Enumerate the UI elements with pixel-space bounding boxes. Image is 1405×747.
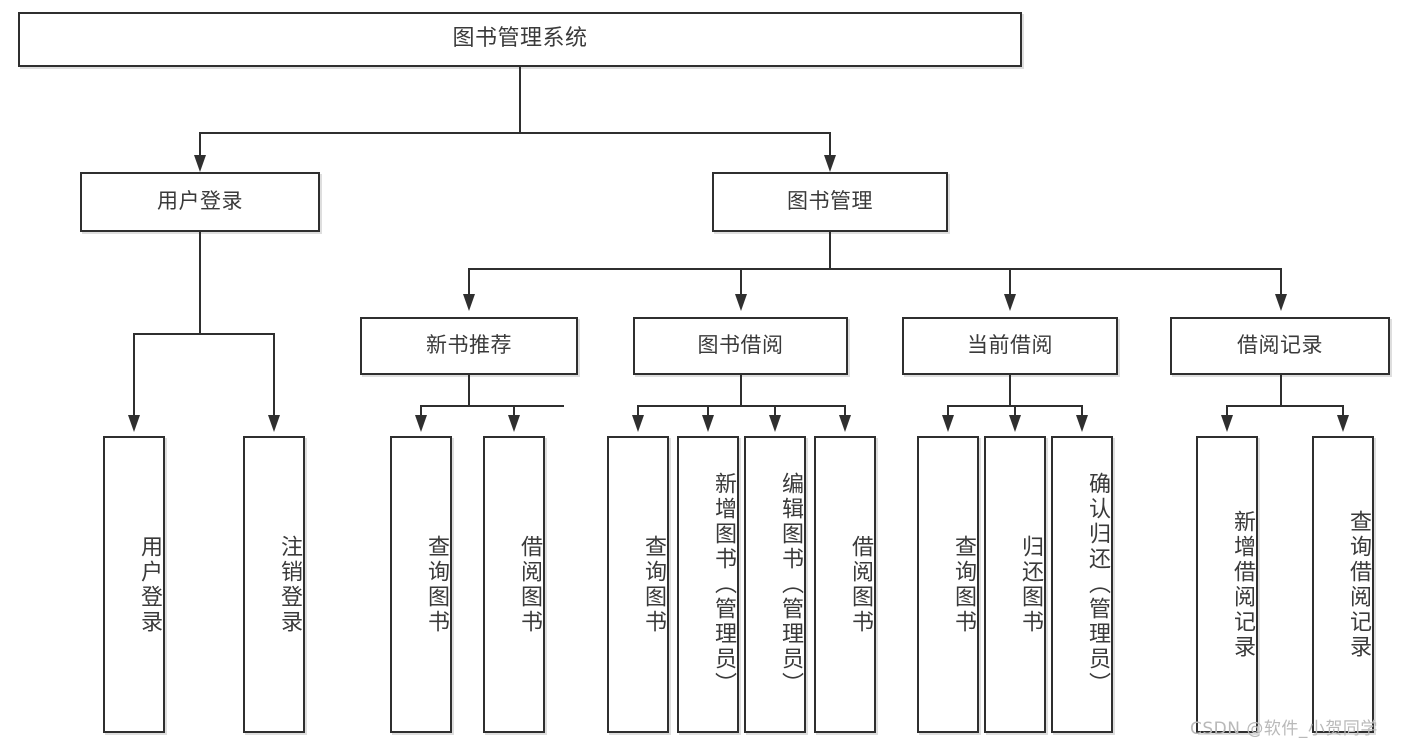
connector-bb-to-leaf-3 bbox=[774, 405, 776, 419]
arrow-down-icon bbox=[1004, 294, 1016, 311]
arrow-down-icon bbox=[735, 294, 747, 311]
connector-bm-to-new-book bbox=[468, 268, 470, 298]
node-label: 图书管理 bbox=[787, 189, 873, 214]
arrow-down-icon bbox=[415, 415, 427, 432]
node-label: 借阅记录 bbox=[1237, 333, 1323, 358]
connector-user-login-stem bbox=[199, 232, 201, 335]
node-user-login[interactable]: 用户登录 bbox=[80, 172, 320, 232]
connector-bb-to-leaf-1 bbox=[637, 405, 639, 419]
arrow-down-icon bbox=[1337, 415, 1349, 432]
leaf-book-borrow-borrow-book[interactable]: 借阅图书 bbox=[814, 436, 876, 733]
arrow-down-icon bbox=[1009, 415, 1021, 432]
arrow-down-icon bbox=[508, 415, 520, 432]
node-label: 新增借阅记录 bbox=[1230, 509, 1255, 660]
arrow-down-icon bbox=[268, 415, 280, 432]
arrow-down-icon bbox=[1221, 415, 1233, 432]
arrow-down-icon bbox=[839, 415, 851, 432]
connector-bm-to-current-borrow bbox=[1009, 268, 1011, 298]
connector-book-management-stem bbox=[829, 232, 831, 270]
connector-root-to-user-login bbox=[199, 132, 201, 159]
connector-new-book-bus bbox=[420, 405, 564, 407]
connector-cb-to-leaf-3 bbox=[1081, 405, 1083, 419]
arrow-down-icon bbox=[128, 415, 140, 432]
node-label: 归还图书 bbox=[1018, 534, 1043, 635]
leaf-borrow-record-query-record[interactable]: 查询借阅记录 bbox=[1312, 436, 1374, 733]
connector-user-login-to-leaf-2 bbox=[273, 333, 275, 419]
arrow-down-icon bbox=[769, 415, 781, 432]
connector-root-to-book-management bbox=[829, 132, 831, 159]
node-borrow-record[interactable]: 借阅记录 bbox=[1170, 317, 1390, 375]
connector-borrow-record-stem bbox=[1280, 375, 1282, 407]
node-label: 借阅图书 bbox=[517, 534, 542, 635]
arrow-down-icon bbox=[702, 415, 714, 432]
arrow-down-icon bbox=[463, 294, 475, 311]
connector-bb-to-leaf-4 bbox=[844, 405, 846, 419]
connector-cb-to-leaf-1 bbox=[947, 405, 949, 419]
node-label: 当前借阅 bbox=[967, 333, 1053, 358]
node-book-borrow[interactable]: 图书借阅 bbox=[633, 317, 848, 375]
node-label: 查询图书 bbox=[424, 534, 449, 635]
node-label: 用户登录 bbox=[137, 534, 162, 635]
connector-new-book-stem bbox=[468, 375, 470, 407]
connector-br-to-leaf-2 bbox=[1342, 405, 1344, 419]
connector-root-bus bbox=[199, 132, 831, 134]
connector-nb-to-leaf-2 bbox=[513, 405, 515, 419]
leaf-user-login-logout[interactable]: 注销登录 bbox=[243, 436, 305, 733]
connector-br-to-leaf-1 bbox=[1226, 405, 1228, 419]
arrow-down-icon bbox=[632, 415, 644, 432]
node-current-borrow[interactable]: 当前借阅 bbox=[902, 317, 1118, 375]
leaf-user-login-login[interactable]: 用户登录 bbox=[103, 436, 165, 733]
node-label: 借阅图书 bbox=[848, 534, 873, 635]
connector-bm-to-book-borrow bbox=[740, 268, 742, 298]
node-label: 查询图书 bbox=[951, 534, 976, 635]
node-book-management[interactable]: 图书管理 bbox=[712, 172, 948, 232]
node-label: 用户登录 bbox=[157, 189, 243, 214]
connector-book-borrow-bus bbox=[637, 405, 845, 407]
node-label: 图书管理系统 bbox=[452, 26, 588, 52]
node-label: 查询图书 bbox=[641, 534, 666, 635]
node-new-book-recommend[interactable]: 新书推荐 bbox=[360, 317, 578, 375]
arrow-down-icon bbox=[942, 415, 954, 432]
leaf-book-borrow-edit-book-admin[interactable]: 编辑图书（管理员） bbox=[744, 436, 806, 733]
leaf-new-book-query-book[interactable]: 查询图书 bbox=[390, 436, 452, 733]
arrow-down-icon bbox=[1076, 415, 1088, 432]
node-label: 编辑图书（管理员） bbox=[778, 472, 803, 697]
connector-user-login-to-leaf-1 bbox=[133, 333, 135, 419]
arrow-down-icon bbox=[824, 155, 836, 172]
connector-borrow-record-bus bbox=[1226, 405, 1343, 407]
node-label: 新增图书（管理员） bbox=[711, 472, 736, 697]
leaf-book-borrow-query-book[interactable]: 查询图书 bbox=[607, 436, 669, 733]
leaf-new-book-borrow-book[interactable]: 借阅图书 bbox=[483, 436, 545, 733]
node-label: 确认归还（管理员） bbox=[1085, 472, 1110, 697]
leaf-borrow-record-add-record[interactable]: 新增借阅记录 bbox=[1196, 436, 1258, 733]
leaf-book-borrow-add-book-admin[interactable]: 新增图书（管理员） bbox=[677, 436, 739, 733]
leaf-current-borrow-confirm-return-admin[interactable]: 确认归还（管理员） bbox=[1051, 436, 1113, 733]
connector-root-stem bbox=[519, 67, 521, 133]
leaf-current-borrow-query-book[interactable]: 查询图书 bbox=[917, 436, 979, 733]
node-root-library-management-system[interactable]: 图书管理系统 bbox=[18, 12, 1022, 67]
arrow-down-icon bbox=[1275, 294, 1287, 311]
node-label: 查询借阅记录 bbox=[1346, 509, 1371, 660]
connector-book-borrow-stem bbox=[740, 375, 742, 407]
connector-current-borrow-stem bbox=[1009, 375, 1011, 407]
arrow-down-icon bbox=[194, 155, 206, 172]
node-label: 图书借阅 bbox=[697, 333, 784, 358]
connector-cb-to-leaf-2 bbox=[1014, 405, 1016, 419]
connector-bm-to-borrow-record bbox=[1280, 268, 1282, 298]
node-label: 新书推荐 bbox=[426, 333, 512, 358]
leaf-current-borrow-return-book[interactable]: 归还图书 bbox=[984, 436, 1046, 733]
connector-user-login-bus bbox=[133, 333, 275, 335]
connector-nb-to-leaf-1 bbox=[420, 405, 422, 419]
csdn-watermark: CSDN @软件_小贺同学 bbox=[1190, 719, 1378, 739]
connector-book-management-bus bbox=[468, 268, 1282, 270]
node-label: 注销登录 bbox=[277, 534, 302, 635]
connector-bb-to-leaf-2 bbox=[707, 405, 709, 419]
